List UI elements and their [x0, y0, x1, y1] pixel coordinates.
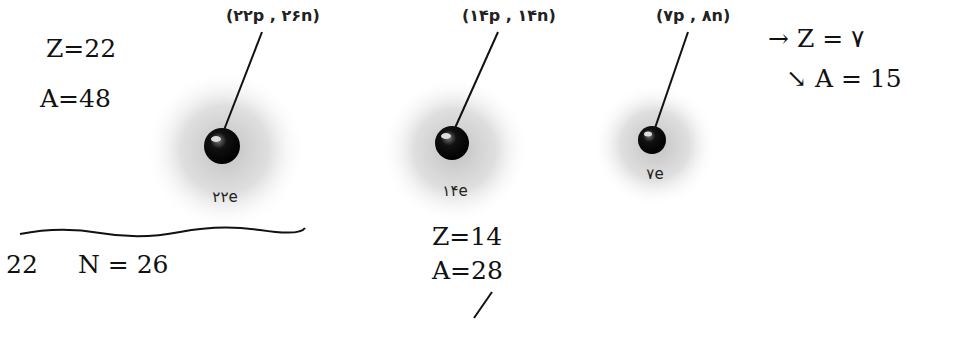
- electron-cloud: [145, 70, 305, 230]
- handwritten-note: Z=22: [46, 34, 116, 63]
- handwritten-note: 22: [6, 250, 38, 279]
- divider-stroke: [20, 227, 305, 236]
- nucleus-highlight: [211, 136, 221, 142]
- nucleus-highlight: [644, 132, 652, 137]
- handwritten-note: ↘ A = 15: [786, 64, 902, 93]
- leader-line: [455, 32, 498, 128]
- leader-line: [224, 32, 262, 130]
- handwritten-note: Z=14: [432, 222, 502, 251]
- handwritten-note: N = 26: [78, 250, 169, 279]
- electron-count: ۷e: [646, 165, 663, 183]
- electron-cloud: [593, 83, 717, 207]
- particle-label: (۲۲p , ۲۶n): [226, 6, 320, 25]
- electron-cloud-node: ۱۴e: [383, 78, 527, 222]
- particle-label: (۱۴p , ۱۴n): [462, 6, 556, 25]
- nucleus: [638, 126, 666, 154]
- particle-label: (۷p , ۸n): [656, 6, 730, 25]
- electron-cloud-node: ۲۲e: [147, 72, 303, 228]
- handwritten-note: A=28: [432, 256, 503, 285]
- electron-count: ۲۲e: [212, 188, 237, 206]
- nucleus-highlight: [441, 133, 451, 139]
- leader-line: [655, 32, 688, 128]
- electron-count: ۱۴e: [442, 182, 467, 200]
- electron-cloud: [381, 76, 529, 224]
- nucleus: [204, 128, 240, 164]
- electron-cloud-node: ۷e: [595, 85, 715, 205]
- pen-stroke: [474, 292, 492, 318]
- handwritten-note: → Z = ۷: [768, 24, 864, 53]
- nucleus: [435, 126, 469, 160]
- handwritten-note: A=48: [40, 84, 111, 113]
